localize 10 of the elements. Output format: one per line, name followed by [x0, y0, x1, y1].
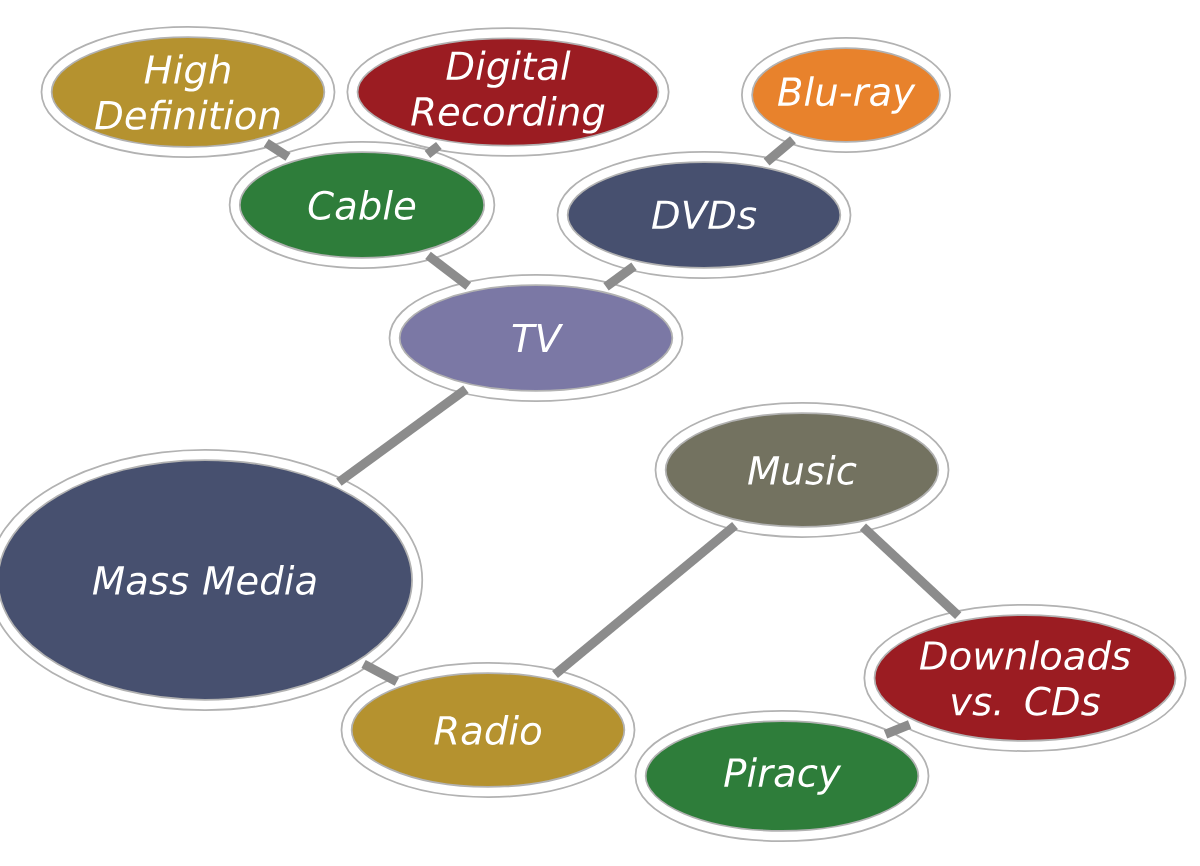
connector-line	[859, 523, 962, 620]
connector-line	[424, 141, 442, 158]
connector-line	[336, 385, 469, 486]
connector-line	[425, 251, 472, 290]
connector-line	[263, 139, 291, 161]
connector-line	[552, 521, 738, 679]
connector-line	[361, 660, 400, 686]
connector-line	[883, 720, 912, 739]
connector-line	[763, 136, 796, 166]
connector-line	[603, 262, 637, 291]
